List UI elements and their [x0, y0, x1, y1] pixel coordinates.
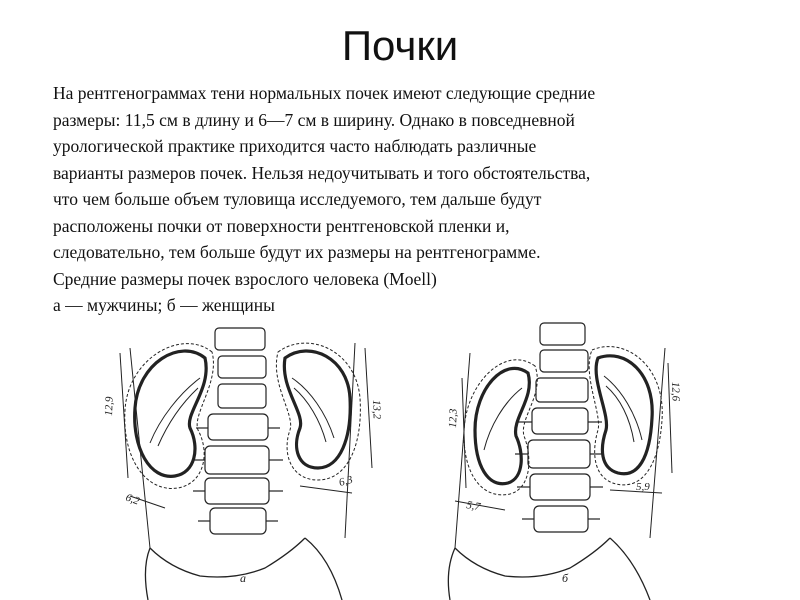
paragraph-line: варианты размеров почек. Нельзя недоучит…	[53, 162, 591, 183]
female-left-width-label: 5,7	[465, 499, 481, 513]
kidney-right-female	[588, 346, 663, 486]
male-panel-label: а	[240, 571, 246, 585]
paragraph-line: расположены почки от поверхности рентген…	[53, 215, 510, 236]
kidney-diagram: 12,9 13,2 6,2 6,3 а	[103, 322, 682, 600]
female-right-length-label: 12,6	[669, 382, 682, 402]
paragraph-line: На рентгенограммах тени нормальных почек…	[53, 83, 596, 103]
male-left-width-label: 6,2	[124, 492, 141, 508]
figure-caption: Средние размеры почек взрослого человека…	[53, 268, 437, 289]
paragraph-line: что чем больше объем туловища исследуемо…	[53, 189, 542, 209]
panel-male	[119, 327, 373, 600]
figure-legend: а — мужчины; б — женщины	[53, 295, 275, 315]
female-left-length-label: 12,3	[447, 408, 460, 428]
paragraph-line: урологической практике приходится часто …	[53, 136, 537, 156]
slide-title: Почки	[341, 22, 459, 69]
kidney-right-male	[276, 342, 361, 481]
male-right-length-label: 13,2	[370, 400, 383, 420]
female-right-width-label: 5,9	[636, 481, 650, 493]
kidney-left-female	[463, 359, 538, 496]
spine	[193, 327, 283, 535]
panel-female	[447, 322, 673, 600]
male-right-width-label: 6,3	[338, 474, 355, 489]
paragraph-line: следовательно, тем больше будут их разме…	[53, 242, 541, 262]
male-left-length-label: 12,9	[103, 396, 116, 416]
female-panel-label: б	[562, 571, 569, 585]
spine-female	[515, 322, 604, 533]
paragraph-line: размеры: 11,5 см в длину и 6—7 см в шири…	[53, 109, 575, 130]
slide-text: На рентгенограммах тени нормальных почек…	[53, 80, 773, 319]
kidney-size-figure: 12,9 13,2 6,2 6,3 а	[0, 318, 800, 600]
kidney-left-male	[124, 343, 214, 489]
